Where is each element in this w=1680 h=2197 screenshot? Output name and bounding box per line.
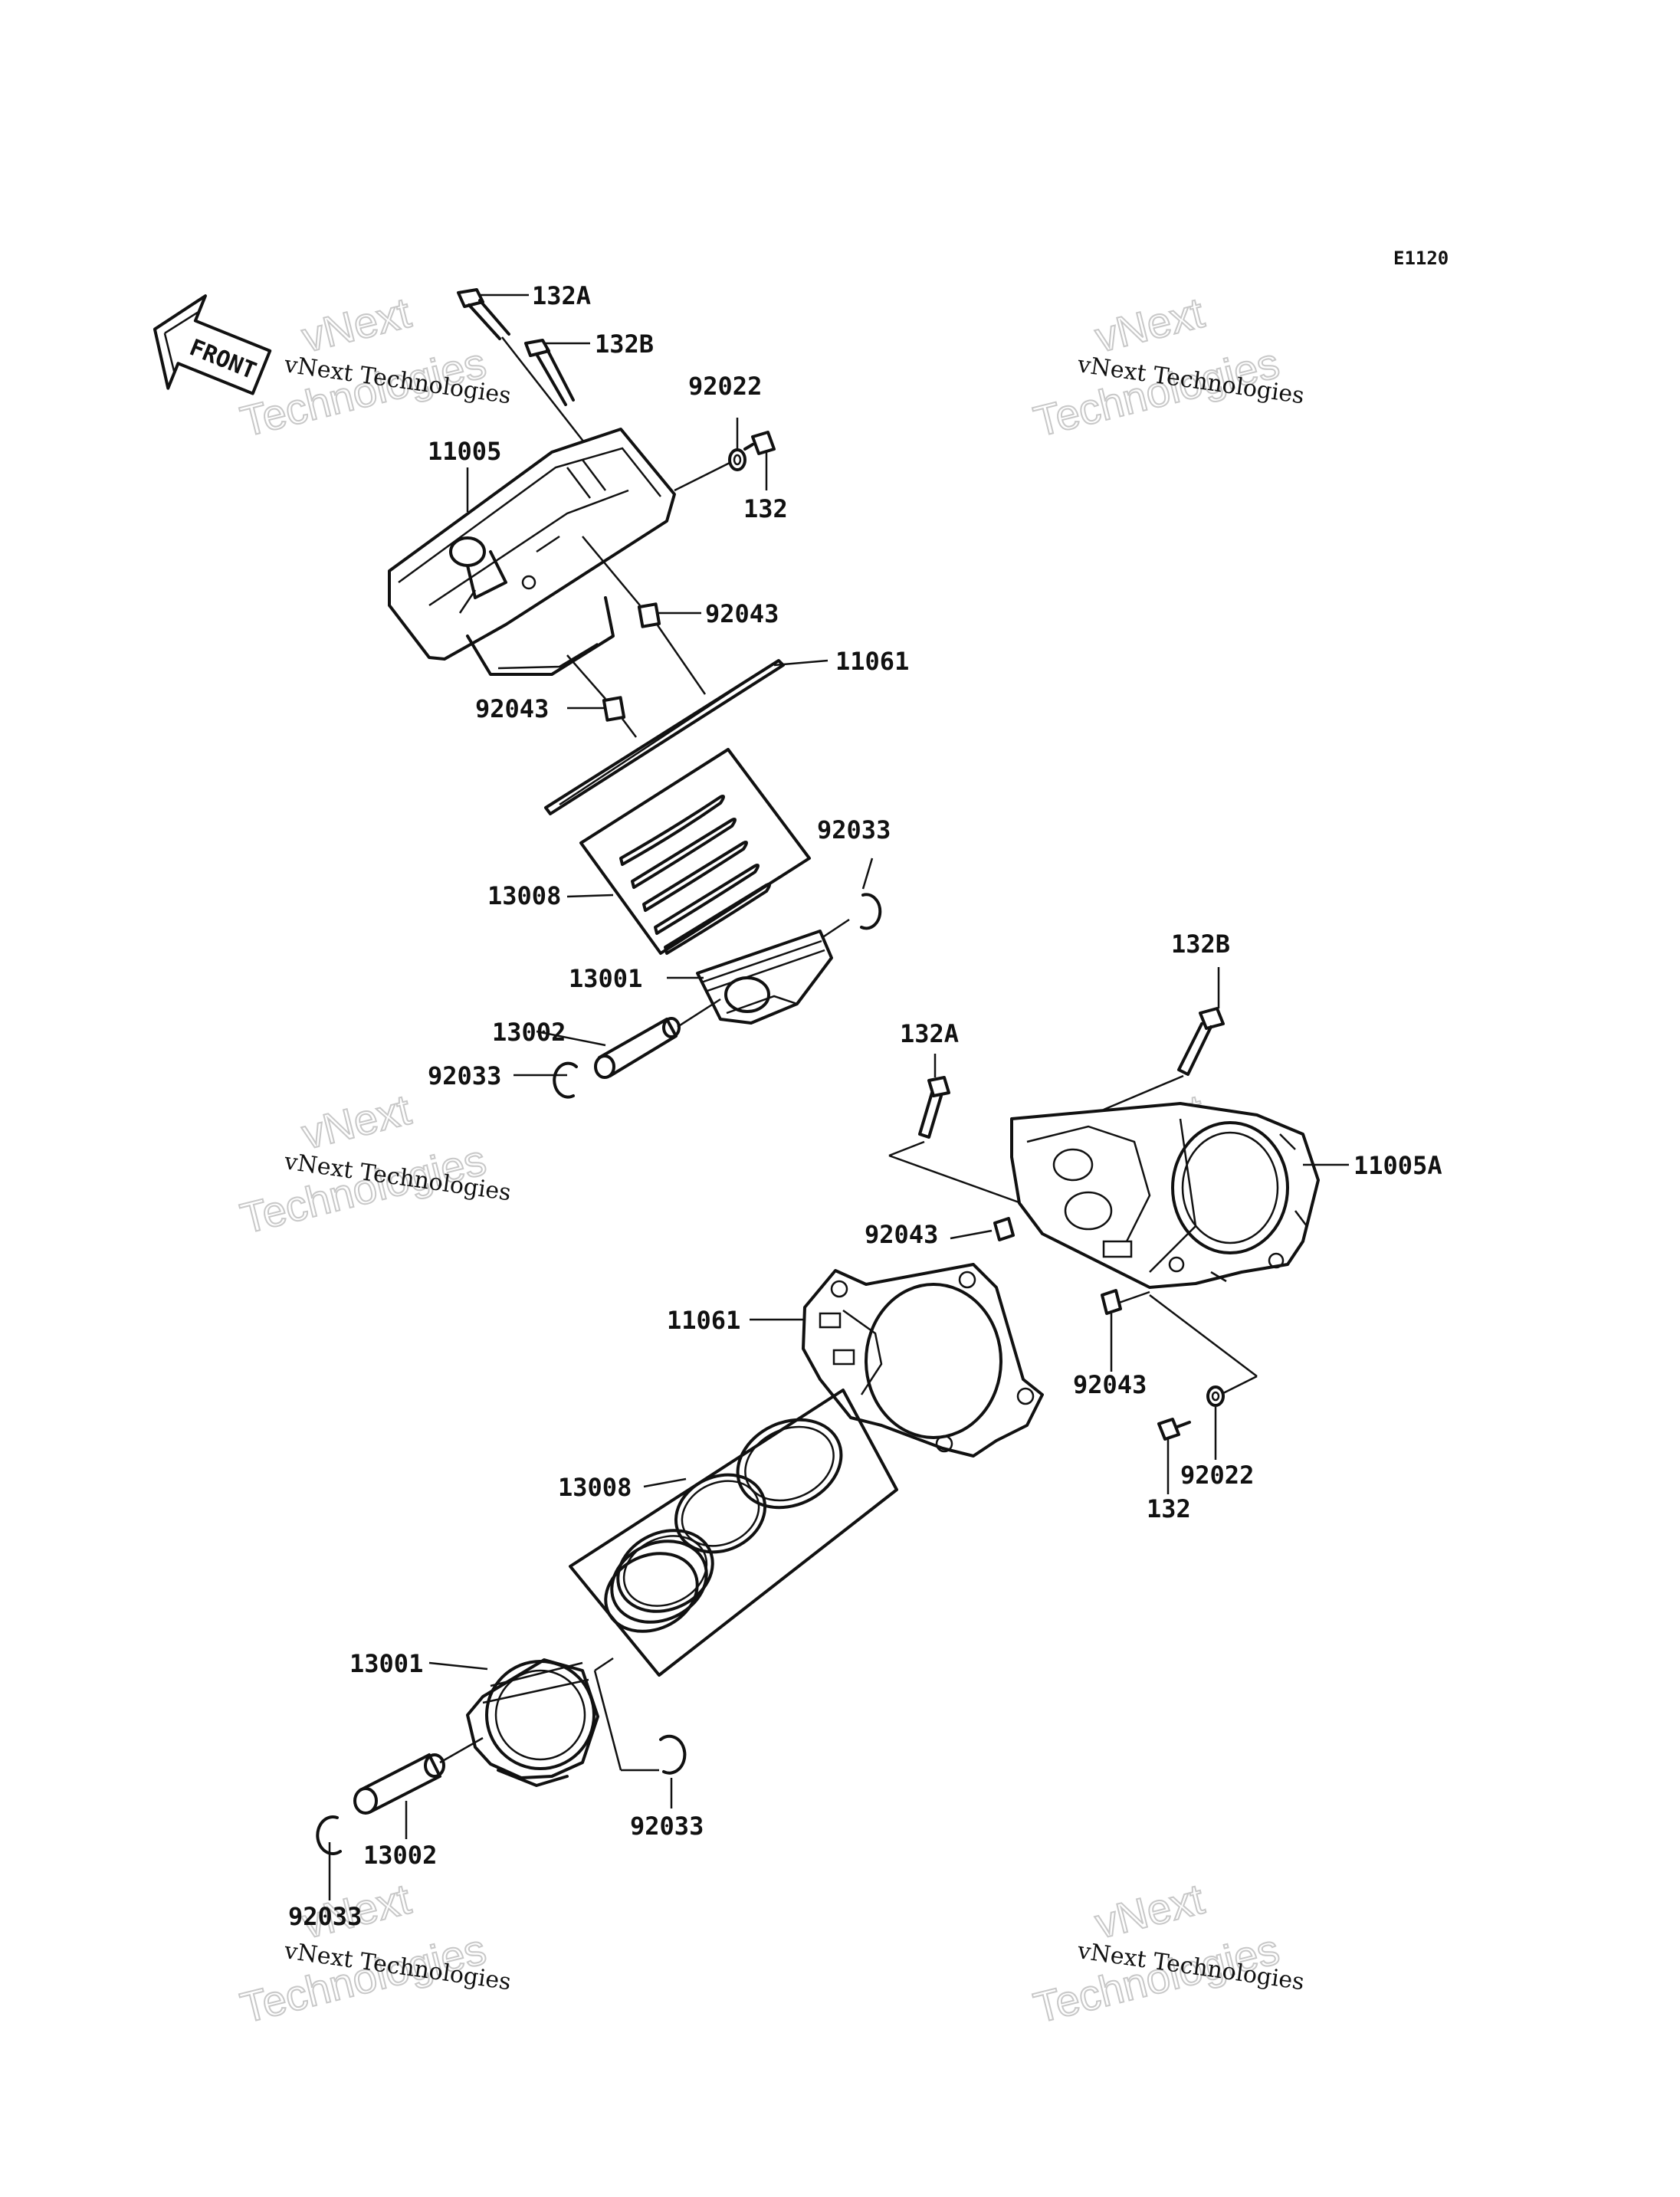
piston-pin-13002-icon xyxy=(353,1753,445,1815)
upper-assembly: 132A 132B 92022 132 11005 92043 11061 92… xyxy=(388,281,909,1099)
circlip-92033-icon xyxy=(553,1061,578,1099)
gasket-11061-icon xyxy=(802,1263,1044,1458)
watermark-bottom-right: vNext Technologies vNext Technologies xyxy=(1029,1874,1306,2033)
circlip-92033-icon xyxy=(860,893,882,930)
diagram-code: E1120 xyxy=(1393,248,1449,269)
label-11005a: 11005A xyxy=(1354,1151,1442,1180)
ring-set-13008-icon xyxy=(579,748,811,955)
piston-13001-icon xyxy=(466,1658,599,1787)
label-13001: 13001 xyxy=(569,964,642,993)
circlip-92033-icon xyxy=(659,1734,687,1775)
label-92033: 92033 xyxy=(428,1061,501,1090)
circlip-92033-icon xyxy=(316,1815,342,1855)
label-132b: 132B xyxy=(595,330,654,359)
label-132a: 132A xyxy=(900,1019,959,1048)
bolt-132a-icon xyxy=(457,288,599,461)
bolt-132-icon xyxy=(743,431,776,455)
watermark-brand: vNext xyxy=(297,1085,416,1159)
bolt-132a-icon xyxy=(918,1076,950,1139)
label-13002: 13002 xyxy=(363,1841,437,1870)
label-92033: 92033 xyxy=(817,815,891,844)
label-92043: 92043 xyxy=(865,1220,938,1249)
washer-92022-icon xyxy=(1206,1385,1225,1407)
label-92033: 92033 xyxy=(630,1812,704,1841)
watermark-top-right: vNext Technologies vNext Technologies xyxy=(1029,287,1306,447)
watermark-brand: vNext xyxy=(1091,288,1209,362)
label-13001: 13001 xyxy=(349,1649,423,1678)
label-13008: 13008 xyxy=(558,1473,632,1502)
watermark-brand: vNext xyxy=(297,288,416,362)
label-92022: 92022 xyxy=(1180,1461,1254,1490)
label-13002: 13002 xyxy=(492,1018,566,1047)
dowel-92043-icon xyxy=(637,602,661,628)
bolt-132b-icon xyxy=(524,339,575,406)
piston-13001-icon xyxy=(696,930,833,1025)
dowel-92043-icon xyxy=(1101,1289,1122,1315)
label-132: 132 xyxy=(1147,1494,1191,1523)
label-92043: 92043 xyxy=(1073,1370,1147,1399)
label-11061: 11061 xyxy=(667,1306,740,1335)
label-11005: 11005 xyxy=(428,437,501,466)
dowel-92043-icon xyxy=(602,696,626,722)
label-92043: 92043 xyxy=(705,599,779,628)
watermark-bottom-left: vNext Technologies vNext Technologies xyxy=(235,1874,513,2033)
label-11061: 11061 xyxy=(835,647,909,676)
label-132b: 132B xyxy=(1171,930,1230,959)
piston-pin-13002-icon xyxy=(594,1017,681,1079)
dowel-92043-icon xyxy=(993,1217,1015,1241)
watermark-brand: vNext xyxy=(1091,1874,1209,1948)
label-92043: 92043 xyxy=(475,694,549,723)
watermark-top-left: vNext Technologies vNext Technologies xyxy=(235,287,513,447)
bolt-132-icon xyxy=(1157,1418,1191,1441)
label-132: 132 xyxy=(743,494,788,523)
lower-assembly: 132B 132A 11005A 92043 11061 92043 92022… xyxy=(288,930,1442,1931)
label-92022: 92022 xyxy=(688,372,762,401)
bolt-132b-icon xyxy=(1177,1007,1225,1076)
label-13008: 13008 xyxy=(487,881,561,910)
watermark-mid-left: vNext Technologies vNext Technologies xyxy=(235,1084,513,1244)
cylinder-11005a-icon xyxy=(1010,1102,1320,1289)
ring-set-13008-icon xyxy=(569,1389,898,1677)
label-92033: 92033 xyxy=(288,1902,362,1931)
cylinder-11005-icon xyxy=(388,428,676,676)
washer-92022-icon xyxy=(728,448,746,471)
label-132a: 132A xyxy=(532,281,591,310)
